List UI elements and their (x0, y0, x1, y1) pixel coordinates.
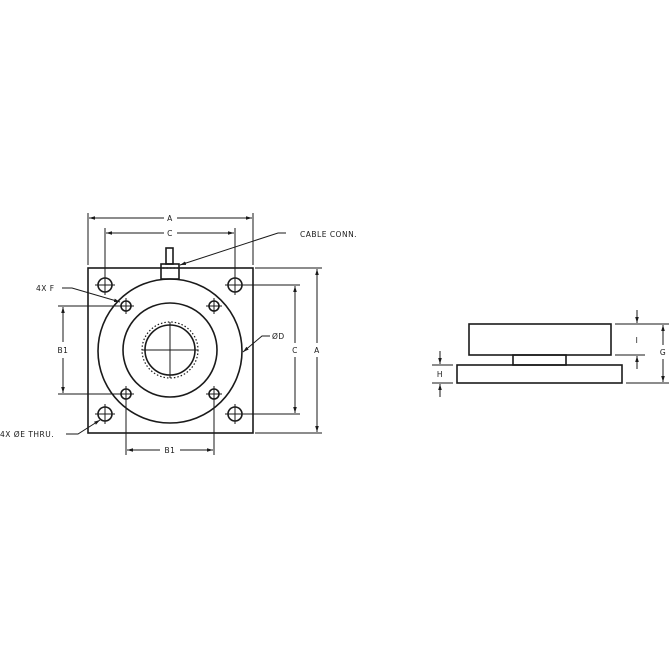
dim-a-vertical: A (255, 267, 322, 434)
base-plate-side (456, 364, 623, 384)
label-cable-conn: CABLE CONN. (300, 230, 357, 239)
dim-a-top: A (87, 213, 254, 265)
top-plate (468, 323, 612, 356)
label-a-vertical: A (314, 346, 320, 355)
label-h: H (437, 370, 443, 379)
label-b1-horizontal: B1 (165, 446, 176, 455)
cable-conn-callout: CABLE CONN. (179, 230, 357, 266)
top-view: A C CABLE CONN. 4X F B1 (0, 213, 357, 455)
label-g: G (660, 348, 666, 357)
inner-ring (122, 302, 218, 398)
cable-connector (160, 247, 180, 280)
label-diameter-d: ØD (272, 332, 285, 341)
dim-c-top: C (104, 228, 236, 276)
dim-i: I (615, 310, 645, 369)
dim-b1-horizontal: B1 (125, 398, 215, 455)
label-b1-vertical: B1 (58, 346, 69, 355)
side-view: I G H (432, 310, 669, 397)
label-c-top: C (167, 229, 173, 238)
dim-b1-vertical: B1 (58, 305, 122, 395)
dim-h: H (432, 351, 453, 397)
label-4x-f: 4X F (36, 284, 55, 293)
d-diameter-callout: ØD (242, 332, 285, 353)
e-holes-callout: 4X ØE THRU. (0, 419, 101, 439)
outer-ring (97, 278, 243, 424)
spacer (512, 354, 567, 366)
label-a-top: A (167, 214, 173, 223)
dim-g: G (626, 323, 669, 384)
label-4x-e-thru: 4X ØE THRU. (0, 430, 54, 439)
label-c-vertical: C (292, 346, 298, 355)
f-holes-callout: 4X F (36, 284, 121, 303)
dim-c-vertical: C (240, 284, 300, 415)
label-i: I (636, 336, 639, 345)
